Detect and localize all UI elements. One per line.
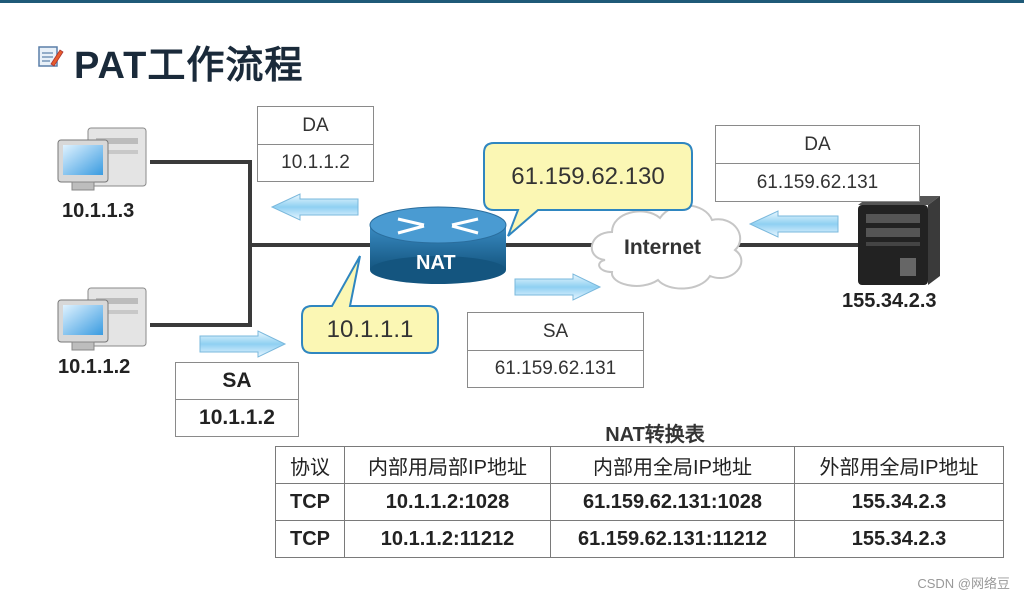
packet-value: 61.159.62.131 <box>756 171 879 193</box>
server-icon <box>858 196 940 285</box>
packet-value: 61.159.62.131 <box>494 358 617 379</box>
packet-value: 10.1.1.2 <box>199 406 275 429</box>
notepad-pencil-icon <box>38 46 64 67</box>
nat-router-icon <box>369 206 507 284</box>
table-row: TCP 10.1.1.2:11212 61.159.62.131:11212 1… <box>275 520 1004 558</box>
page-title: PAT工作流程 <box>74 45 304 87</box>
cell-protocol: TCP <box>275 483 345 521</box>
network-links <box>150 160 858 327</box>
cloud-label: Internet <box>624 236 702 259</box>
cell-inside-local: 10.1.1.2:11212 <box>344 520 551 558</box>
top-accent-line <box>0 0 1024 3</box>
pc-icon-top <box>57 127 147 191</box>
packet-header-da: DA <box>258 107 373 145</box>
packet-box-request-outside: SA 61.159.62.131 <box>467 312 644 388</box>
arrow-left-reply-inside <box>270 193 359 221</box>
col-header-protocol: 协议 <box>275 446 345 484</box>
cell-protocol: TCP <box>275 520 345 558</box>
cell-outside-global: 155.34.2.3 <box>794 520 1004 558</box>
internet-cloud <box>590 204 743 290</box>
packet-box-request-inside: SA 10.1.1.2 <box>175 362 299 437</box>
nat-table-caption: NAT转换表 <box>605 424 705 446</box>
packet-header-sa: SA <box>468 313 643 351</box>
callout-private-ip-text: 10.1.1.1 <box>326 315 414 343</box>
packet-box-reply-outside: DA 61.159.62.131 <box>715 125 920 202</box>
packet-box-reply-inside: DA 10.1.1.2 <box>257 106 374 182</box>
table-row: TCP 10.1.1.2:1028 61.159.62.131:1028 155… <box>275 483 1004 521</box>
col-header-inside-global: 内部用全局IP地址 <box>550 446 795 484</box>
callout-public-ip <box>483 142 693 237</box>
arrow-right-request-outside <box>514 273 602 301</box>
arrow-left-reply-outside <box>748 210 839 238</box>
watermark: CSDN @网络豆 <box>917 576 1010 591</box>
pc-icon-bottom <box>57 287 147 351</box>
col-header-outside-global: 外部用全局IP地址 <box>794 446 1004 484</box>
cell-inside-local: 10.1.1.2:1028 <box>344 483 551 521</box>
server-label: 155.34.2.3 <box>842 290 937 312</box>
packet-value: 10.1.1.2 <box>281 152 350 173</box>
callout-private-ip <box>301 255 439 354</box>
cell-inside-global: 61.159.62.131:11212 <box>550 520 795 558</box>
packet-header-sa: SA <box>176 363 298 400</box>
nat-translation-table: 协议 内部用局部IP地址 内部用全局IP地址 外部用全局IP地址 TCP 10.… <box>275 446 1004 558</box>
cell-inside-global: 61.159.62.131:1028 <box>550 483 795 521</box>
col-header-inside-local: 内部用局部IP地址 <box>344 446 551 484</box>
host-label-top: 10.1.1.3 <box>62 200 135 222</box>
packet-header-da: DA <box>716 126 919 164</box>
callout-public-ip-text: 61.159.62.130 <box>511 162 665 190</box>
host-label-bottom: 10.1.1.2 <box>58 356 131 378</box>
table-header-row: 协议 内部用局部IP地址 内部用全局IP地址 外部用全局IP地址 <box>275 446 1004 484</box>
cell-outside-global: 155.34.2.3 <box>794 483 1004 521</box>
arrow-right-request-inside <box>199 330 287 358</box>
router-label: NAT <box>416 252 456 274</box>
